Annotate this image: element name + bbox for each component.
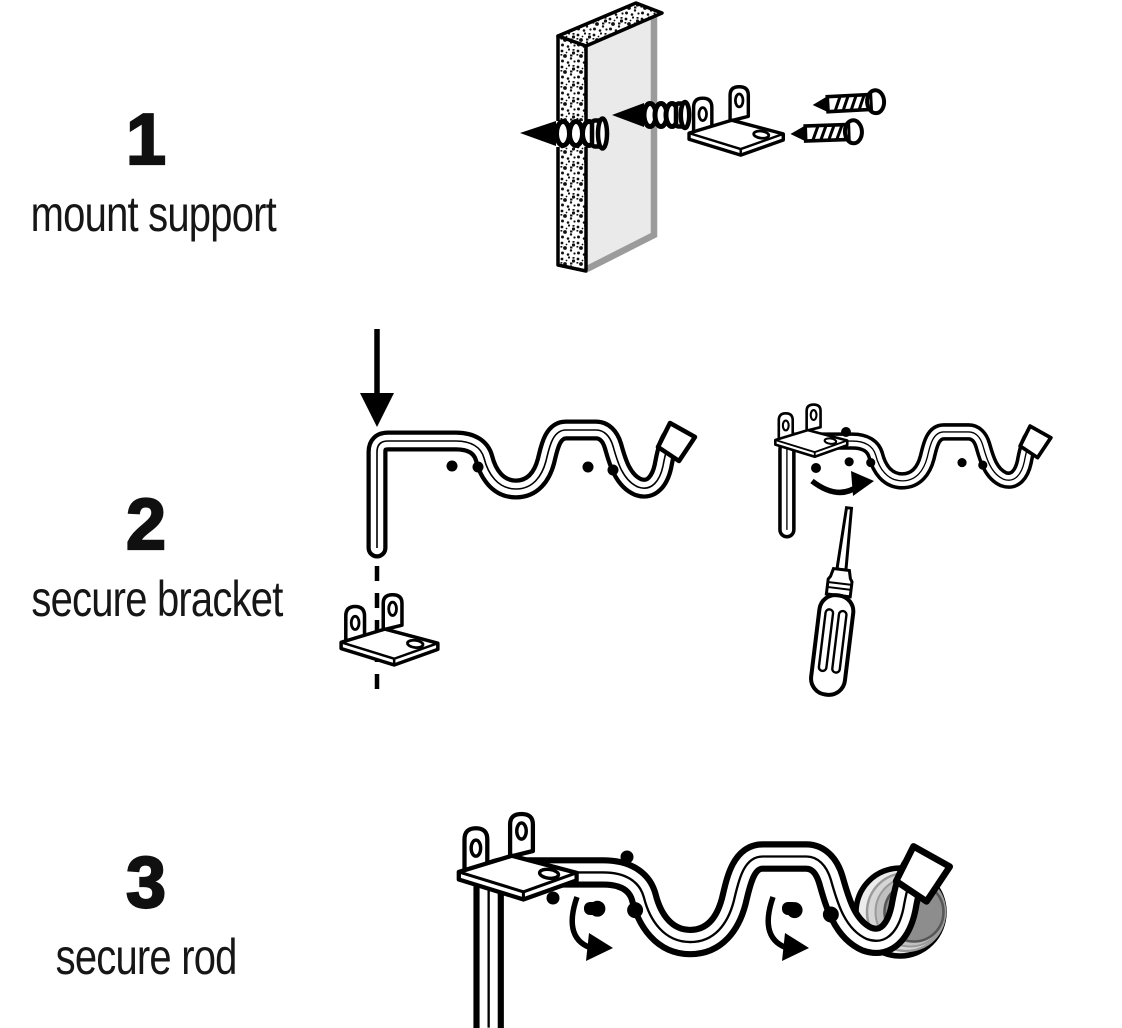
wall-anchor-installed	[520, 116, 610, 151]
rotate-arrow-icon	[765, 896, 809, 961]
screwdriver	[809, 506, 856, 697]
rotate-arrow-icon	[569, 896, 613, 961]
wall-shade-edge	[585, 16, 658, 272]
step-3-label-block: 3 secure rod	[0, 843, 292, 986]
step-label: secure bracket	[31, 571, 283, 627]
mounting-screw	[790, 120, 862, 145]
bracket-on-support	[774, 403, 1051, 530]
wall-section	[556, 1, 664, 273]
support-bracket	[459, 814, 577, 900]
down-arrow-icon	[360, 329, 394, 427]
step-label: mount support	[30, 186, 277, 242]
step-label: secure rod	[55, 929, 237, 985]
rotate-arrow-icon	[810, 471, 874, 496]
step-2-label-block: 2 secure bracket	[0, 485, 292, 628]
support-bracket	[774, 403, 849, 459]
step-number: 2	[125, 485, 167, 565]
double-bracket	[377, 423, 695, 548]
wall-cross-section	[556, 34, 588, 273]
step-number: 1	[125, 100, 167, 180]
step-2-illustration	[339, 329, 1051, 700]
step-number: 3	[125, 843, 167, 923]
wall-face	[586, 13, 656, 271]
mounting-screw	[812, 90, 885, 117]
support-bracket	[339, 593, 440, 667]
support-bracket	[687, 85, 785, 157]
step-1-label-block: 1 mount support	[0, 100, 292, 243]
step-3-illustration	[459, 814, 950, 1028]
step-1-illustration	[520, 1, 885, 273]
set-screws	[546, 850, 798, 915]
drywall-anchor	[612, 99, 692, 131]
